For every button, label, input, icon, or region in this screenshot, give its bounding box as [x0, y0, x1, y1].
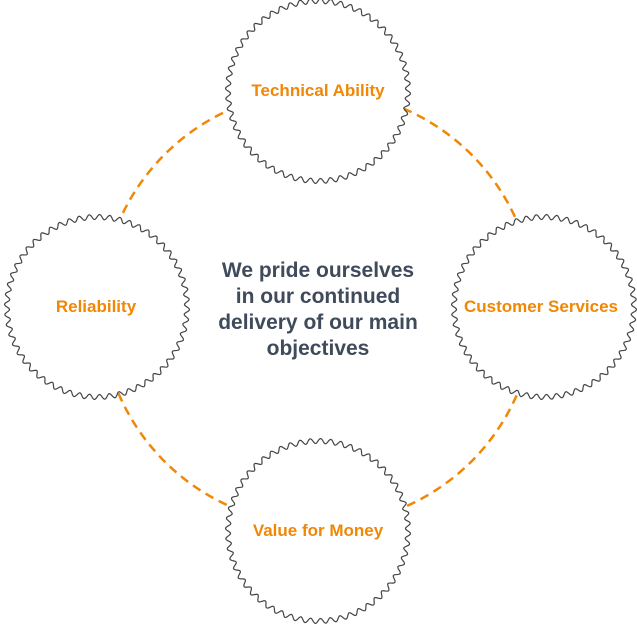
- node-reliability-label: Reliability: [55, 297, 137, 316]
- node-reliability-shape: [3, 213, 191, 401]
- node-technical-ability-shape: [224, 0, 412, 185]
- node-customer-services-label: Customer Services: [463, 297, 619, 316]
- node-customer-services-shape: [450, 213, 637, 401]
- center-statement: We pride ourselves in our continued deli…: [218, 259, 418, 360]
- node-value-for-money-label: Value for Money: [252, 521, 384, 540]
- node-value-for-money-shape: [224, 437, 412, 625]
- node-technical-ability-label: Technical Ability: [251, 81, 385, 100]
